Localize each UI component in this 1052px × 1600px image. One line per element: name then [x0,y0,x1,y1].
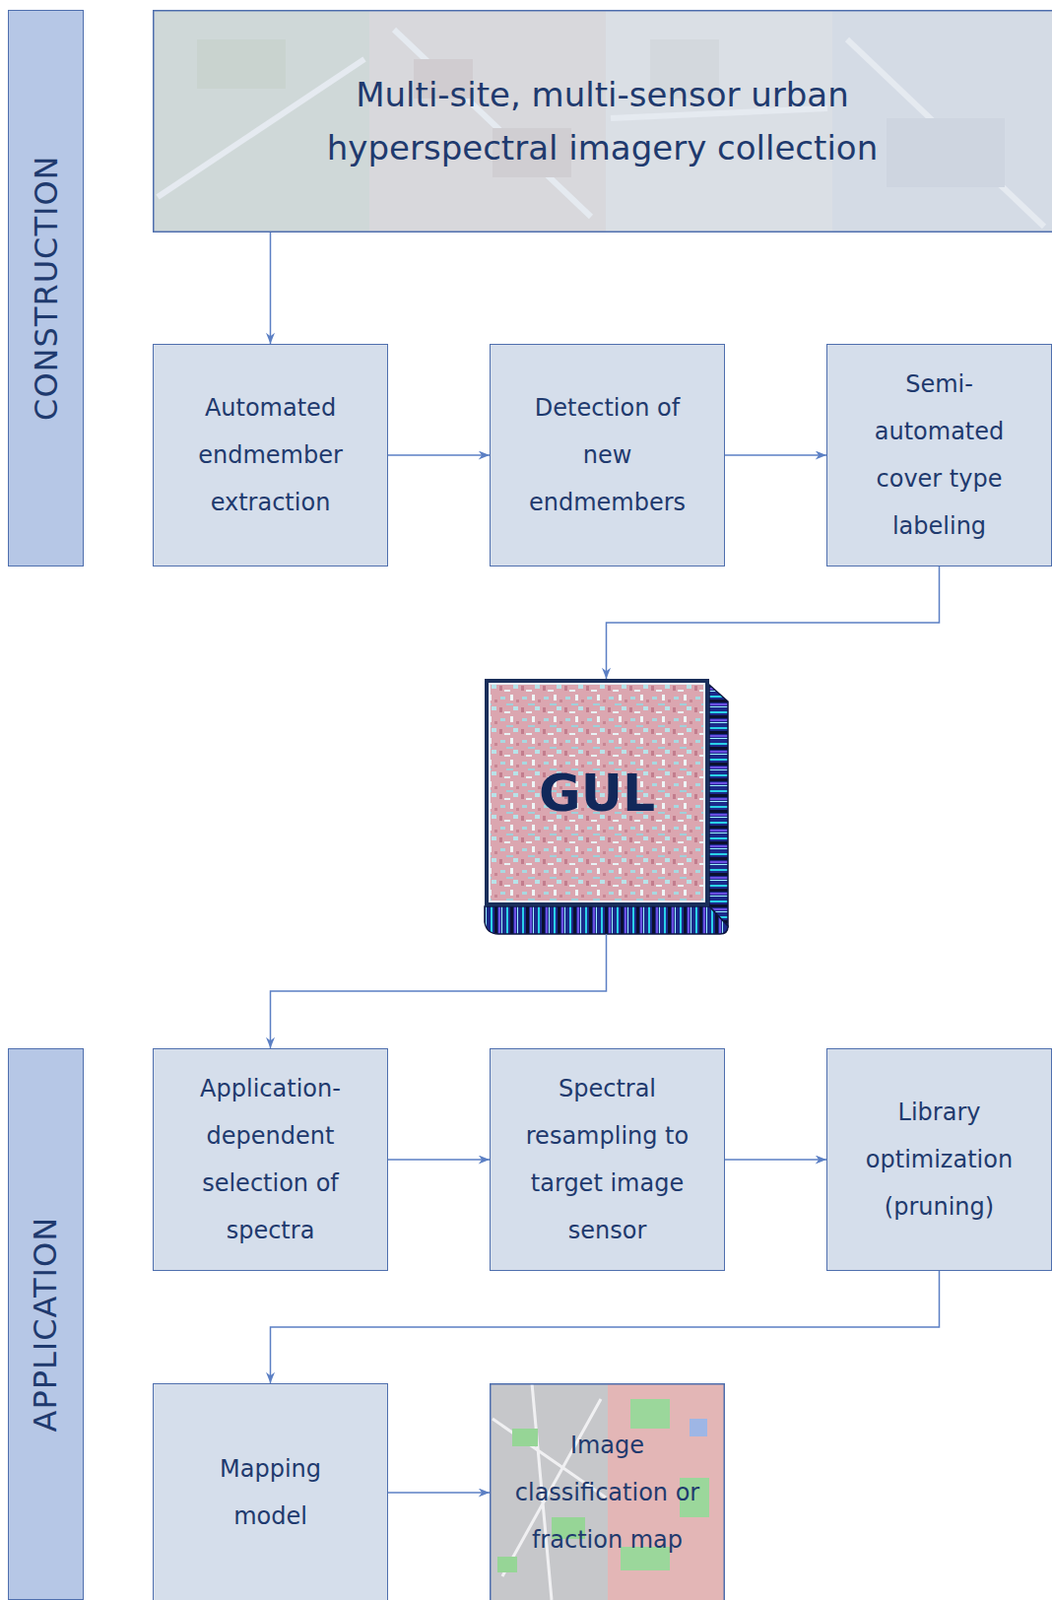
process-box: Application- dependent selection of spec… [152,1048,389,1271]
process-box: Automated endmember extraction [152,343,389,567]
process-box: Mapping model [152,1382,389,1600]
classification-map [489,1382,725,1600]
aerial-imagery [152,9,1052,233]
phase-label: APPLICATION [26,1216,65,1433]
flow-arrow [388,1158,490,1161]
process-box: Library optimization (pruning) [826,1048,1052,1271]
node-label: Library optimization (pruning) [846,1088,1034,1231]
process-box: Semi- automated cover type labeling [826,343,1052,567]
node-label: Detection of new endmembers [514,384,702,526]
node-label: Semi- automated cover type labeling [870,360,1009,550]
phase-label: CONSTRUCTION [26,155,65,421]
phase-band: CONSTRUCTION [7,9,84,567]
flow-arrow [724,1158,827,1161]
flow-arrow [269,232,272,344]
image-cube [484,678,728,934]
node-label: GUL [538,769,656,817]
input-box: Multi-site, multi-sensor urban hyperspec… [152,9,1052,233]
node-label: Application- dependent selection of spec… [172,1064,370,1254]
flow-arrow [388,1491,490,1494]
node-label: Automated endmember extraction [172,384,370,526]
flow-arrow [388,454,490,457]
process-box: Spectral resampling to target image sens… [489,1048,725,1271]
flow-arrow [270,933,607,1049]
node-label: Spectral resampling to target image sens… [524,1064,692,1254]
node-label: Image classification or fraction map [509,1421,707,1564]
flow-arrow [606,566,940,679]
node-label: Mapping model [197,1445,345,1540]
flow-arrow [270,1270,940,1383]
node-label: Multi-site, multi-sensor urban hyperspec… [282,67,923,176]
phase-band: APPLICATION [7,1048,84,1600]
library-cube: GUL [484,678,728,934]
output-box: Image classification or fraction map [489,1382,725,1600]
flow-arrow [724,454,827,457]
process-box: Detection of new endmembers [489,343,725,567]
